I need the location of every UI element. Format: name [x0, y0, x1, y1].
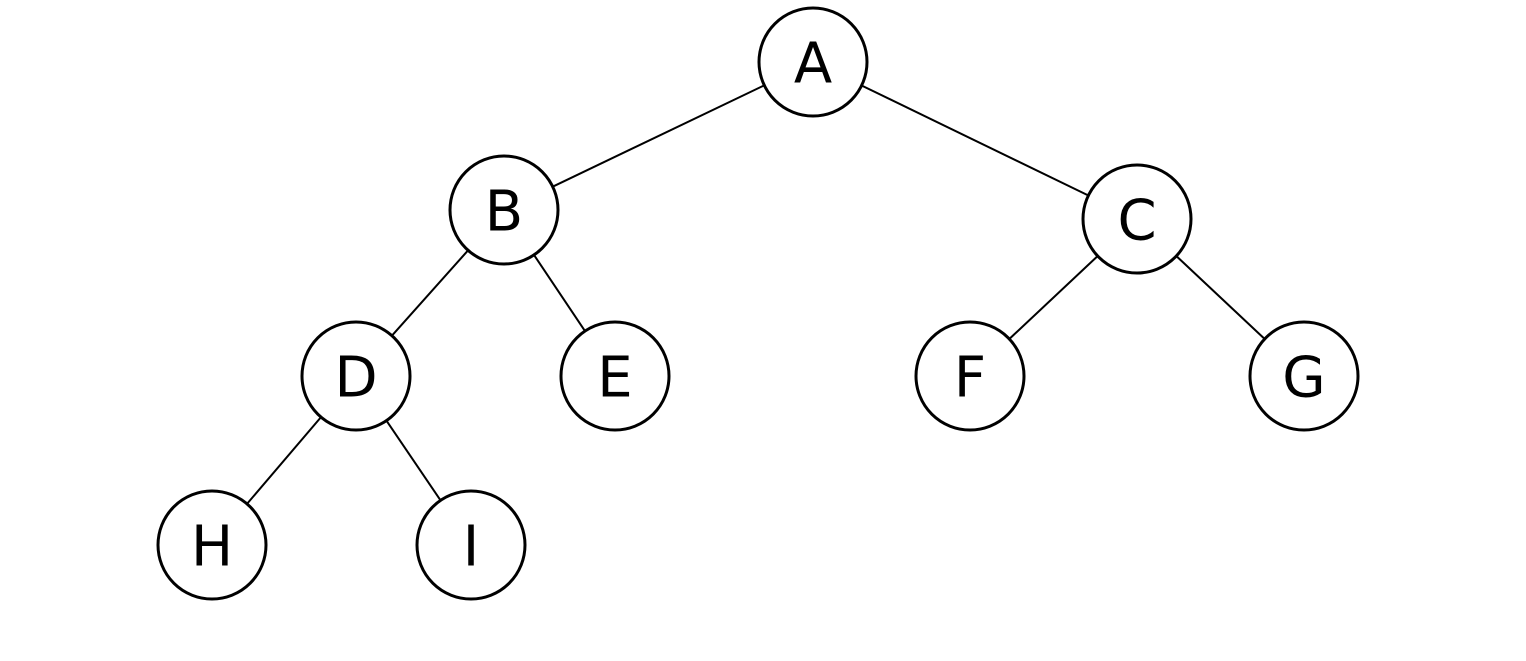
node-circle-b — [448, 154, 560, 266]
node-label-d: D — [334, 346, 377, 411]
edge-d-h — [246, 416, 322, 505]
node-circle-d — [300, 320, 412, 432]
edge-a-c — [861, 84, 1089, 197]
edge-a-b — [552, 84, 765, 188]
tree-node-g: G — [1248, 320, 1360, 432]
tree-node-f: F — [914, 320, 1026, 432]
node-label-i: I — [463, 515, 480, 580]
node-label-c: C — [1117, 189, 1156, 254]
node-circle-g — [1248, 320, 1360, 432]
tree-node-i: I — [415, 489, 527, 601]
node-label-e: E — [597, 346, 632, 411]
tree-node-a: A — [757, 6, 869, 118]
tree-node-c: C — [1081, 163, 1193, 275]
edge-b-d — [391, 249, 469, 337]
node-circle-c — [1081, 163, 1193, 275]
node-label-f: F — [954, 346, 986, 411]
node-label-b: B — [485, 180, 523, 245]
edge-c-g — [1175, 255, 1266, 340]
node-circle-h — [156, 489, 268, 601]
edge-c-f — [1008, 255, 1099, 340]
edge-d-i — [385, 420, 442, 501]
node-circle-f — [914, 320, 1026, 432]
node-circle-i — [415, 489, 527, 601]
tree-nodes: A B C D E F G H I — [156, 6, 1360, 601]
node-label-g: G — [1282, 346, 1325, 411]
node-label-a: A — [794, 32, 832, 97]
node-circle-a — [757, 6, 869, 118]
tree-edges — [246, 84, 1266, 505]
tree-node-e: E — [559, 320, 671, 432]
node-circle-e — [559, 320, 671, 432]
tree-node-h: H — [156, 489, 268, 601]
node-label-h: H — [191, 515, 233, 580]
tree-node-b: B — [448, 154, 560, 266]
tree-node-d: D — [300, 320, 412, 432]
edge-b-e — [533, 254, 586, 332]
